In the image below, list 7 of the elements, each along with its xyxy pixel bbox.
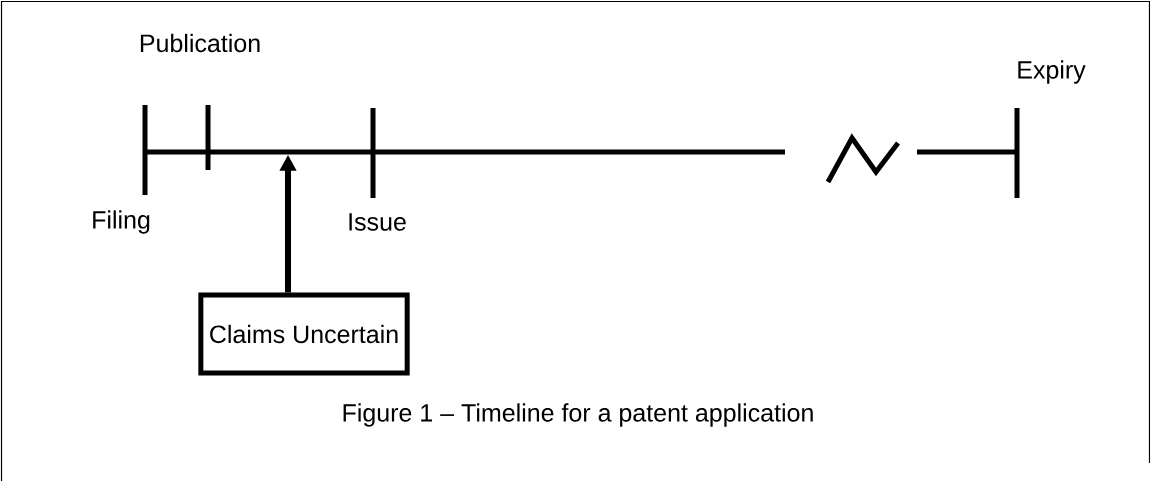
timeline	[145, 149, 785, 155]
timeline-label: Expiry	[1018, 60, 1086, 84]
caption: Figure 1 – Timeline for a patent application	[343, 403, 813, 427]
label-box: Claims Uncertain	[198, 292, 410, 376]
timeline-label: Filing	[93, 210, 150, 234]
timeline-label: Issue	[349, 213, 406, 231]
timeline-label: Publication	[140, 33, 260, 53]
